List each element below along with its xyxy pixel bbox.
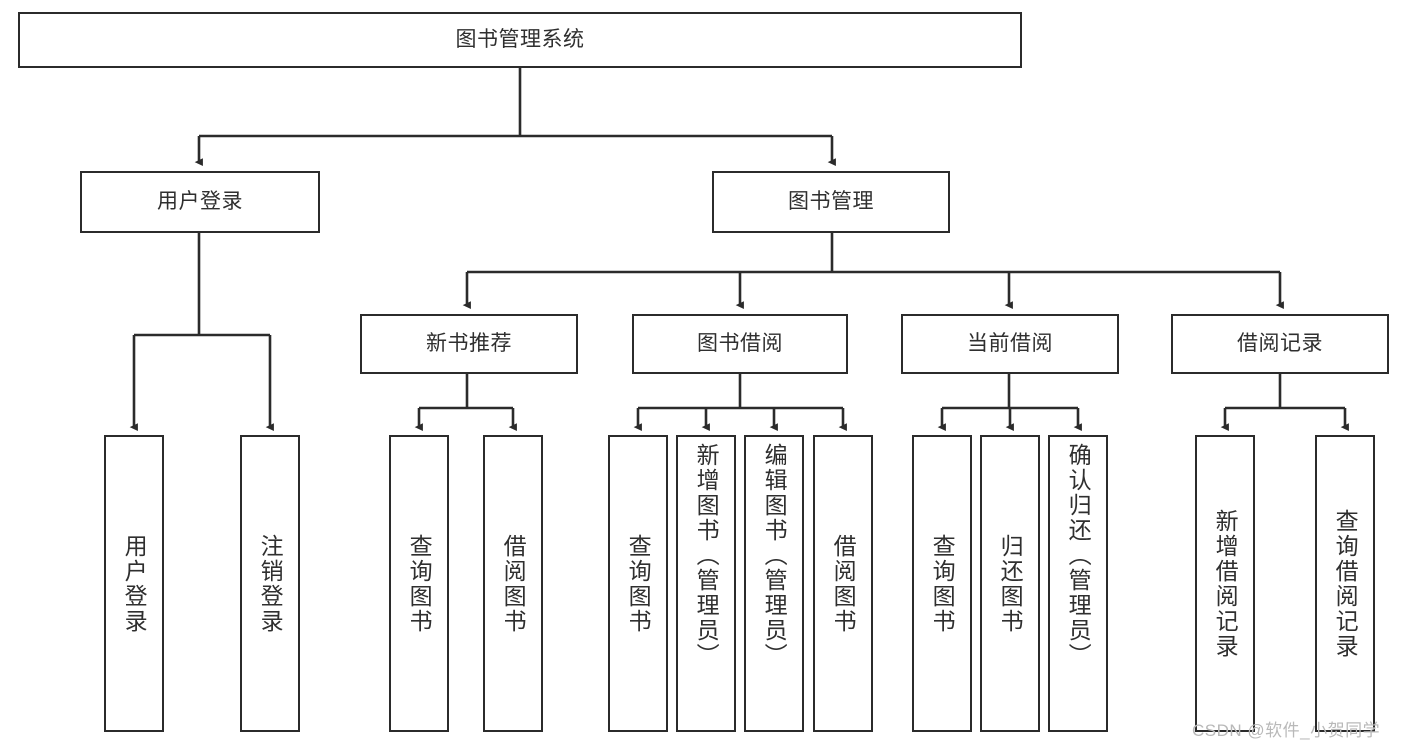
- leaf-new-book-query[interactable]: 查询图书: [389, 435, 449, 732]
- node-book-manage-label: 图书管理: [788, 190, 874, 214]
- leaf-current-borrow-confirm-return[interactable]: 确认归还（管理员）: [1048, 435, 1108, 732]
- leaf-current-borrow-query-label: 查询图书: [929, 533, 956, 634]
- leaf-new-book-borrow[interactable]: 借阅图书: [483, 435, 543, 732]
- leaf-book-borrow-query[interactable]: 查询图书: [608, 435, 668, 732]
- node-current-borrow-label: 当前借阅: [967, 332, 1053, 356]
- node-user-login-label: 用户登录: [157, 190, 243, 214]
- node-new-book-recommend-label: 新书推荐: [426, 332, 512, 356]
- leaf-user-login-logout-label: 注销登录: [257, 533, 284, 634]
- node-borrow-record[interactable]: 借阅记录: [1171, 314, 1389, 374]
- leaf-current-borrow-query[interactable]: 查询图书: [912, 435, 972, 732]
- node-book-borrow-label: 图书借阅: [697, 332, 783, 356]
- leaf-borrow-record-query-label: 查询借阅记录: [1332, 508, 1359, 659]
- leaf-current-borrow-confirm-return-label: 确认归还（管理员）: [1065, 443, 1092, 668]
- node-root-label: 图书管理系统: [455, 28, 585, 52]
- leaf-current-borrow-return[interactable]: 归还图书: [980, 435, 1040, 732]
- leaf-user-login-logout[interactable]: 注销登录: [240, 435, 300, 732]
- leaf-user-login-login-label: 用户登录: [121, 533, 148, 634]
- leaf-book-borrow-edit[interactable]: 编辑图书（管理员）: [744, 435, 804, 732]
- node-book-borrow[interactable]: 图书借阅: [632, 314, 848, 374]
- leaf-borrow-record-add[interactable]: 新增借阅记录: [1195, 435, 1255, 732]
- node-book-manage[interactable]: 图书管理: [712, 171, 950, 233]
- csdn-watermark: CSDN @软件_小贺同学: [1192, 721, 1381, 740]
- leaf-current-borrow-return-label: 归还图书: [997, 533, 1024, 634]
- node-new-book-recommend[interactable]: 新书推荐: [360, 314, 578, 374]
- leaf-new-book-query-label: 查询图书: [406, 533, 433, 634]
- node-root[interactable]: 图书管理系统: [18, 12, 1022, 68]
- leaf-borrow-record-add-label: 新增借阅记录: [1212, 508, 1239, 659]
- leaf-user-login-login[interactable]: 用户登录: [104, 435, 164, 732]
- leaf-book-borrow-add[interactable]: 新增图书（管理员）: [676, 435, 736, 732]
- node-borrow-record-label: 借阅记录: [1237, 332, 1323, 356]
- leaf-book-borrow-query-label: 查询图书: [625, 533, 652, 634]
- leaf-new-book-borrow-label: 借阅图书: [500, 533, 527, 634]
- leaf-book-borrow-borrow-label: 借阅图书: [830, 533, 857, 634]
- node-current-borrow[interactable]: 当前借阅: [901, 314, 1119, 374]
- leaf-borrow-record-query[interactable]: 查询借阅记录: [1315, 435, 1375, 732]
- leaf-book-borrow-add-label: 新增图书（管理员）: [693, 443, 720, 668]
- leaf-book-borrow-edit-label: 编辑图书（管理员）: [761, 443, 788, 668]
- node-user-login[interactable]: 用户登录: [80, 171, 320, 233]
- leaf-book-borrow-borrow[interactable]: 借阅图书: [813, 435, 873, 732]
